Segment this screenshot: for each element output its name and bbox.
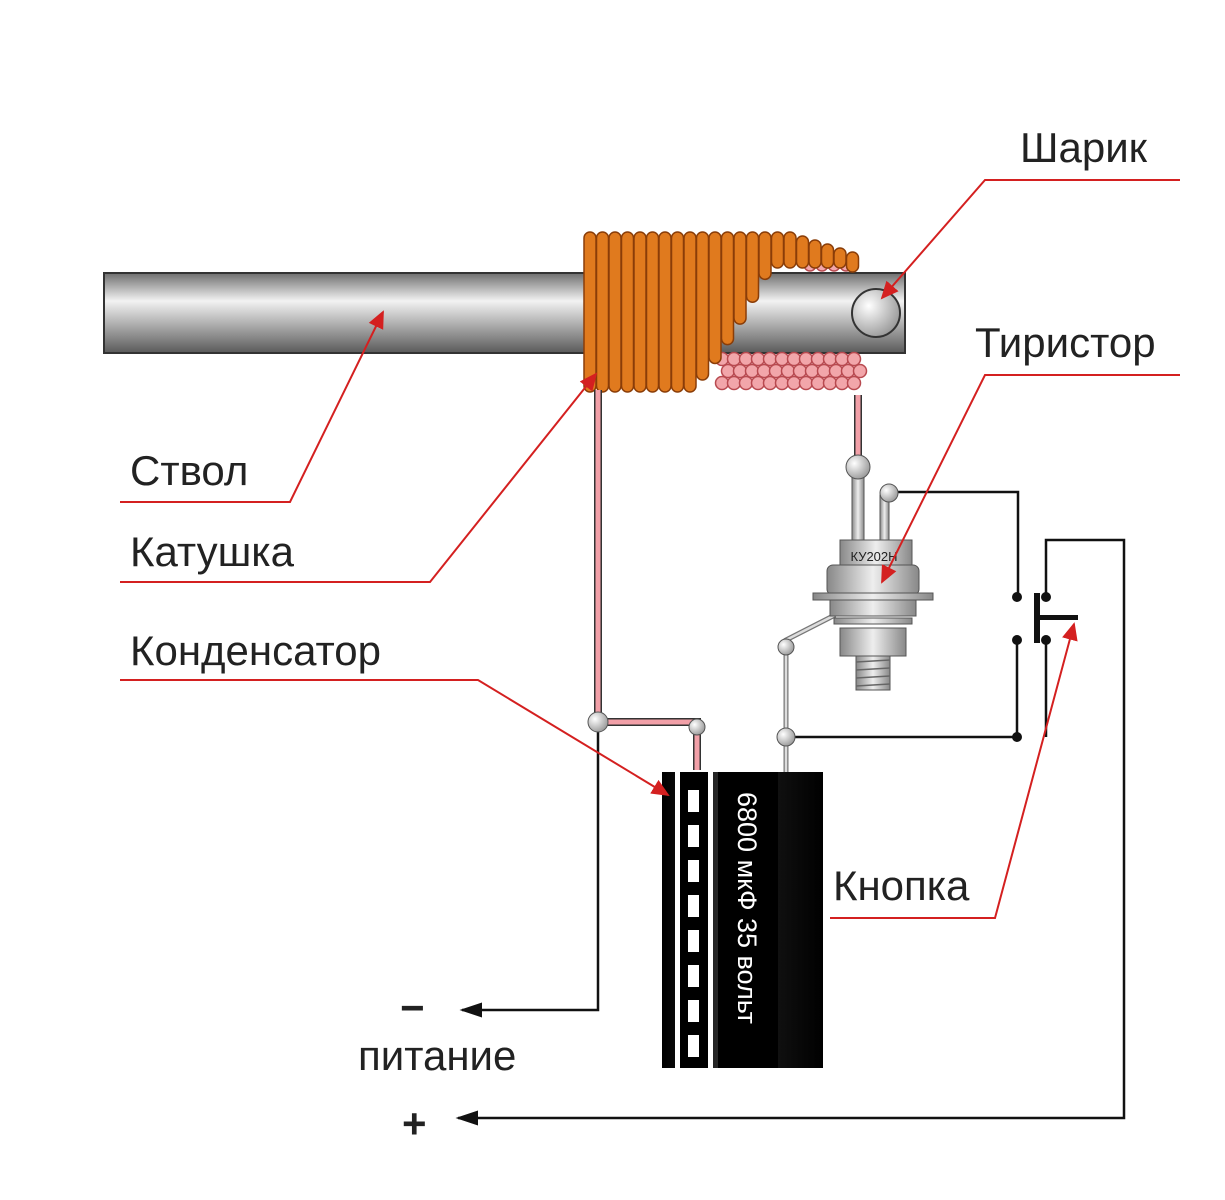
coil-wires [594, 390, 862, 770]
label-coil: Катушка [130, 528, 295, 575]
leader-ball [880, 179, 1180, 300]
capacitor-marking: 6800 мкФ 35 вольт [732, 792, 762, 1024]
ball [851, 288, 901, 338]
label-plus: + [402, 1100, 427, 1147]
leader-thyristor [881, 374, 1180, 584]
push-button-symbol [1012, 592, 1078, 742]
connection-nodes [587, 638, 796, 747]
capacitor: 6800 мкФ 35 вольт [662, 772, 823, 1068]
label-button: Кнопка [833, 862, 970, 909]
leader-barrel [120, 310, 384, 503]
label-thyristor: Тиристор [975, 319, 1156, 366]
barrel [103, 272, 906, 354]
label-power: питание [358, 1032, 516, 1079]
thyristor-marking: КУ202Н [850, 549, 897, 564]
leader-capacitor [120, 679, 670, 797]
leader-coil [120, 372, 598, 583]
label-capacitor: Конденсатор [130, 627, 381, 674]
label-barrel: Ствол [130, 447, 248, 494]
label-minus: − [400, 984, 425, 1031]
leader-button [830, 622, 1078, 919]
thyristor: КУ202Н [783, 454, 934, 772]
coil [583, 231, 860, 393]
label-ball: Шарик [1020, 124, 1148, 171]
